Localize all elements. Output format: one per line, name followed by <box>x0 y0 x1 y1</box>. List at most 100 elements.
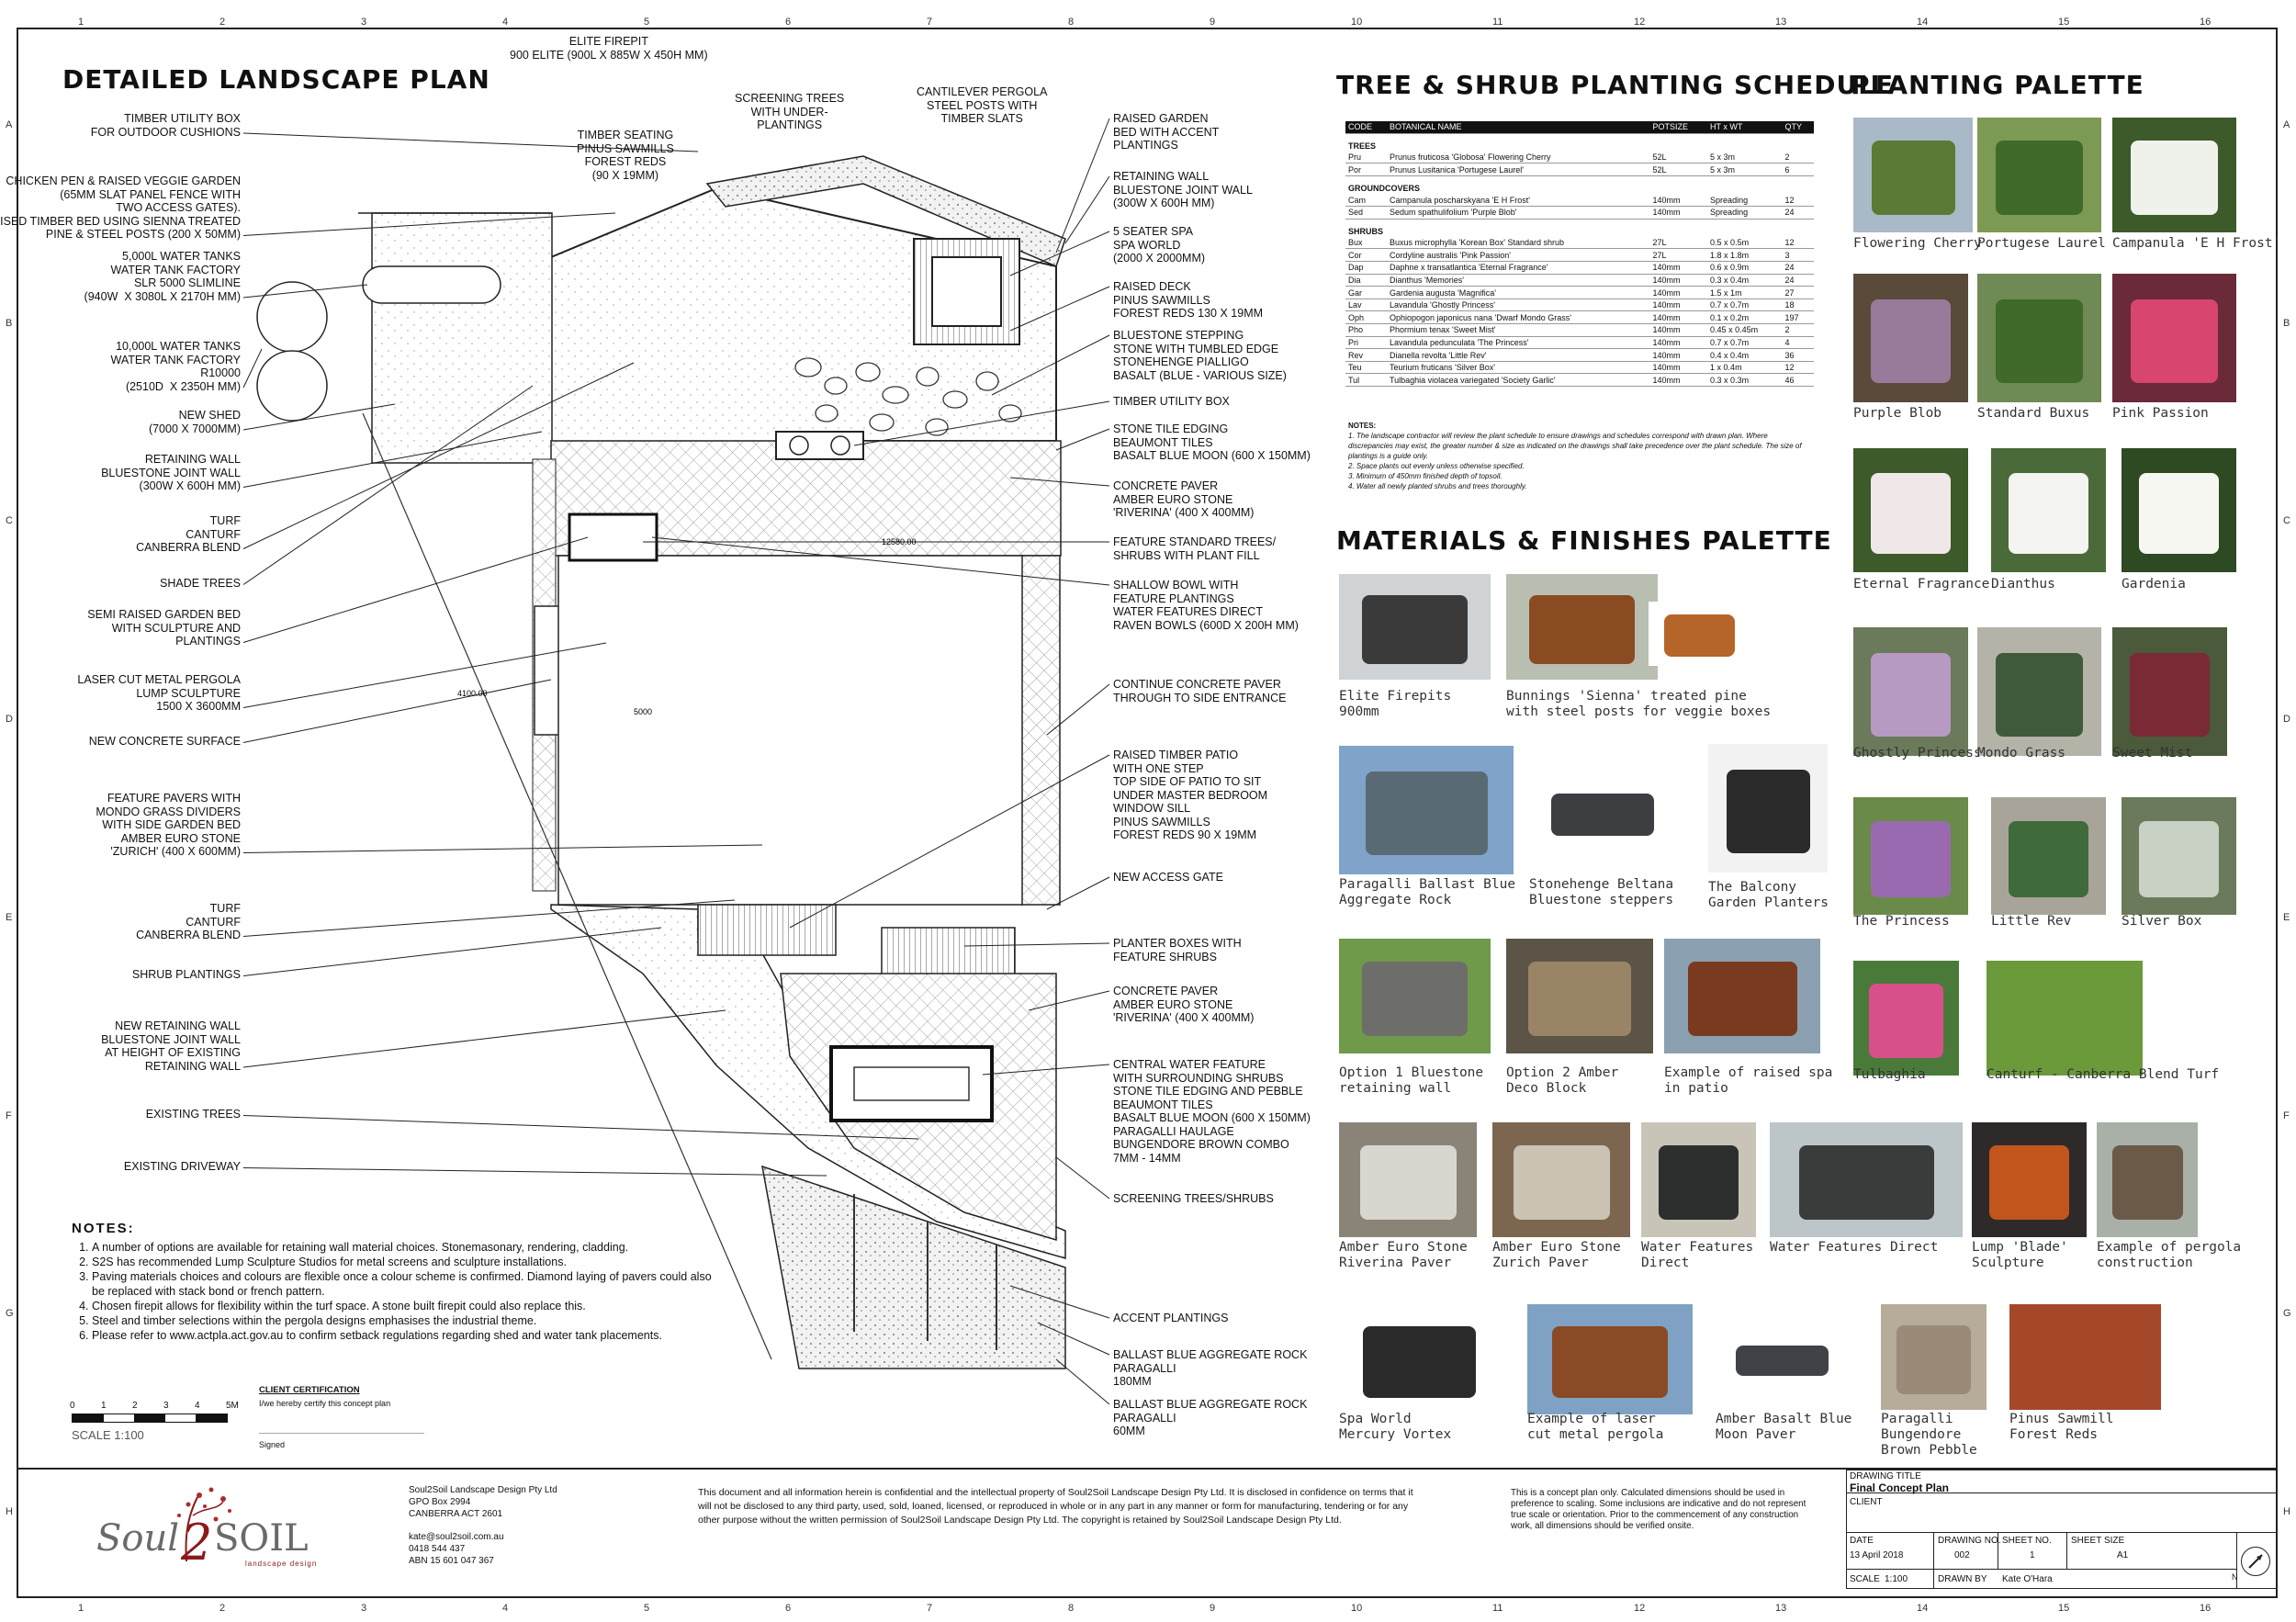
grid-col-label: 15 <box>2058 17 2070 28</box>
grid-row-label: B <box>6 317 13 329</box>
company-details: Soul2Soil Landscape Design Pty Ltd GPO B… <box>409 1484 592 1567</box>
schedule-cell: 140mm <box>1649 323 1708 337</box>
palette-caption: Amber Euro Stone Zurich Paver <box>1492 1240 1621 1270</box>
schedule-cell: 140mm <box>1649 206 1708 220</box>
plan-label-left: 10,000L WATER TANKS WATER TANK FACTORY R… <box>110 340 241 393</box>
schedule-note: 2. Space plants out evenly unless otherw… <box>1348 462 1525 470</box>
palette-caption: Lump 'Blade' Sculpture <box>1972 1240 2068 1270</box>
stepping-stones <box>794 357 1022 436</box>
plan-label-right: CONCRETE PAVER AMBER EURO STONE 'RIVERIN… <box>1113 479 1255 519</box>
plan-label-right: ACCENT PLANTINGS <box>1113 1312 1229 1324</box>
palette-caption: Tulbaghia <box>1853 1067 1926 1082</box>
palette-caption: Option 1 Bluestone retaining wall <box>1339 1065 1484 1096</box>
north-arrow-icon <box>2241 1547 2270 1576</box>
logo-tree-icon <box>177 1487 231 1562</box>
plan-label-right: SCREENING TREES/SHRUBS <box>1113 1192 1274 1205</box>
dim-label: 5000 <box>634 707 652 716</box>
schedule-cell: 46 <box>1782 373 1814 387</box>
plan-label-right: BALLAST BLUE AGGREGATE ROCK PARAGALLI 18… <box>1113 1348 1308 1388</box>
company-phone: 0418 544 437 <box>409 1544 466 1554</box>
schedule-cell: 2 <box>1782 323 1814 337</box>
date-value: 13 April 2018 <box>1850 1550 1904 1560</box>
schedule-cell: 0.7 x 0.7m <box>1707 298 1783 312</box>
note-item: Paving materials choices and colours are… <box>92 1269 726 1299</box>
palette-image <box>1492 1122 1630 1237</box>
schedule-cell: 6 <box>1782 163 1814 177</box>
palette-image-subject <box>2008 473 2089 554</box>
logo-subtext: landscape design <box>245 1560 318 1568</box>
palette-caption: Example of pergola construction <box>2097 1240 2242 1270</box>
palette-caption: Portugese Laurel <box>1977 236 2106 251</box>
grid-col-label: 10 <box>1351 1603 1363 1614</box>
palette-caption: Pinus Sawmill Forest Reds <box>2009 1412 2114 1442</box>
leader-line <box>963 942 1110 947</box>
palette-image-subject <box>1365 772 1488 855</box>
leader-line <box>1009 286 1110 332</box>
schedule-cell: 140mm <box>1649 298 1708 312</box>
scale-label: SCALE 1:100 <box>72 1428 144 1442</box>
plan-label-left: RETAINING WALL BLUESTONE JOINT WALL (300… <box>101 453 241 492</box>
palette-image-subject <box>2138 473 2220 554</box>
schedule-notes: NOTES:1. The landscape contractor will r… <box>1348 421 1812 491</box>
leader-line <box>242 212 616 236</box>
schedule-cell: Pru <box>1345 151 1387 164</box>
side-paver-strip <box>1020 555 1061 906</box>
plan-label-left: SEMI RAISED GARDEN BED WITH SCULPTURE AN… <box>87 608 241 648</box>
grid-col-label: 2 <box>219 17 226 28</box>
sheet-no-value: 1 <box>2030 1550 2035 1560</box>
schedule-cell: 3 <box>1782 248 1814 263</box>
leader-line <box>1037 1322 1110 1356</box>
schedule-cell: Prunus fruticosa 'Globosa' Flowering Che… <box>1386 151 1650 164</box>
plan-label-top: ELITE FIREPIT 900 ELITE (900L x 885W x 4… <box>510 35 708 62</box>
palette-image <box>1339 574 1491 680</box>
grid-col-label: 5 <box>644 17 650 28</box>
grid-col-label: 6 <box>785 17 792 28</box>
leader-line <box>242 431 543 488</box>
palette-image <box>1853 118 1973 232</box>
palette-caption: Standard Buxus <box>1977 406 2090 421</box>
palette-image <box>1506 939 1653 1053</box>
schedule-cell: Prunus Lusitanica 'Portugese Laurel' <box>1386 163 1650 177</box>
schedule-cell: Cor <box>1345 248 1387 263</box>
leader-line <box>242 927 662 976</box>
schedule-header-cell: POTSIZE <box>1649 121 1708 134</box>
palette-image-subject <box>1870 473 1952 554</box>
plan-label-left: SHADE TREES <box>160 577 241 590</box>
palette-caption: Gardenia <box>2122 577 2186 591</box>
raised-garden-bed <box>705 155 1066 268</box>
plan-label-right: BLUESTONE STEPPING STONE WITH TUMBLED ED… <box>1113 329 1287 382</box>
palette-image <box>2112 274 2236 402</box>
drawn-by-value: Kate O'Hara <box>2002 1574 2053 1584</box>
schedule-cell: Dianella revolta 'Little Rev' <box>1386 348 1650 362</box>
schedule-cell: 0.6 x 0.9m <box>1707 261 1783 275</box>
leader-line <box>1055 1156 1110 1200</box>
palette-image-subject <box>1528 962 1631 1037</box>
palette-image <box>1853 274 1968 402</box>
logo-text-soil: SOIL <box>214 1517 309 1560</box>
raised-timber-patio <box>697 904 837 956</box>
schedule-header-cell: QTY <box>1782 121 1814 134</box>
schedule-cell: Gardenia augusta 'Magnifica' <box>1386 286 1650 299</box>
leader-line <box>242 1009 726 1068</box>
schedule-cell: 27L <box>1649 248 1708 263</box>
schedule-cell: 5 x 3m <box>1707 163 1783 177</box>
palette-caption: Example of raised spa in patio <box>1664 1065 1833 1096</box>
palette-image <box>2112 627 2227 756</box>
grid-col-label: 11 <box>1492 1603 1503 1614</box>
schedule-header-cell: BOTANICAL NAME <box>1386 121 1650 134</box>
plan-label-right: CONTINUE CONCRETE PAVER THROUGH TO SIDE … <box>1113 678 1287 704</box>
schedule-cell: 12 <box>1782 194 1814 207</box>
schedule-cell: 24 <box>1782 261 1814 275</box>
palette-caption: Spa World Mercury Vortex <box>1339 1412 1452 1442</box>
schedule-group-row: GROUNDCOVERS <box>1345 176 1814 195</box>
leader-line <box>1064 175 1110 244</box>
plan-label-right: NEW ACCESS GATE <box>1113 871 1223 884</box>
plan-label-left: NEW CONCRETE SURFACE <box>88 735 241 748</box>
grid-row-label: A <box>2283 119 2290 130</box>
scale-tick: 1 <box>101 1401 107 1411</box>
leader-line <box>651 536 1110 586</box>
schedule-cell: Campanula poscharskyana 'E H Frost' <box>1386 194 1650 207</box>
company-abn: ABN 15 601 047 367 <box>409 1556 494 1566</box>
